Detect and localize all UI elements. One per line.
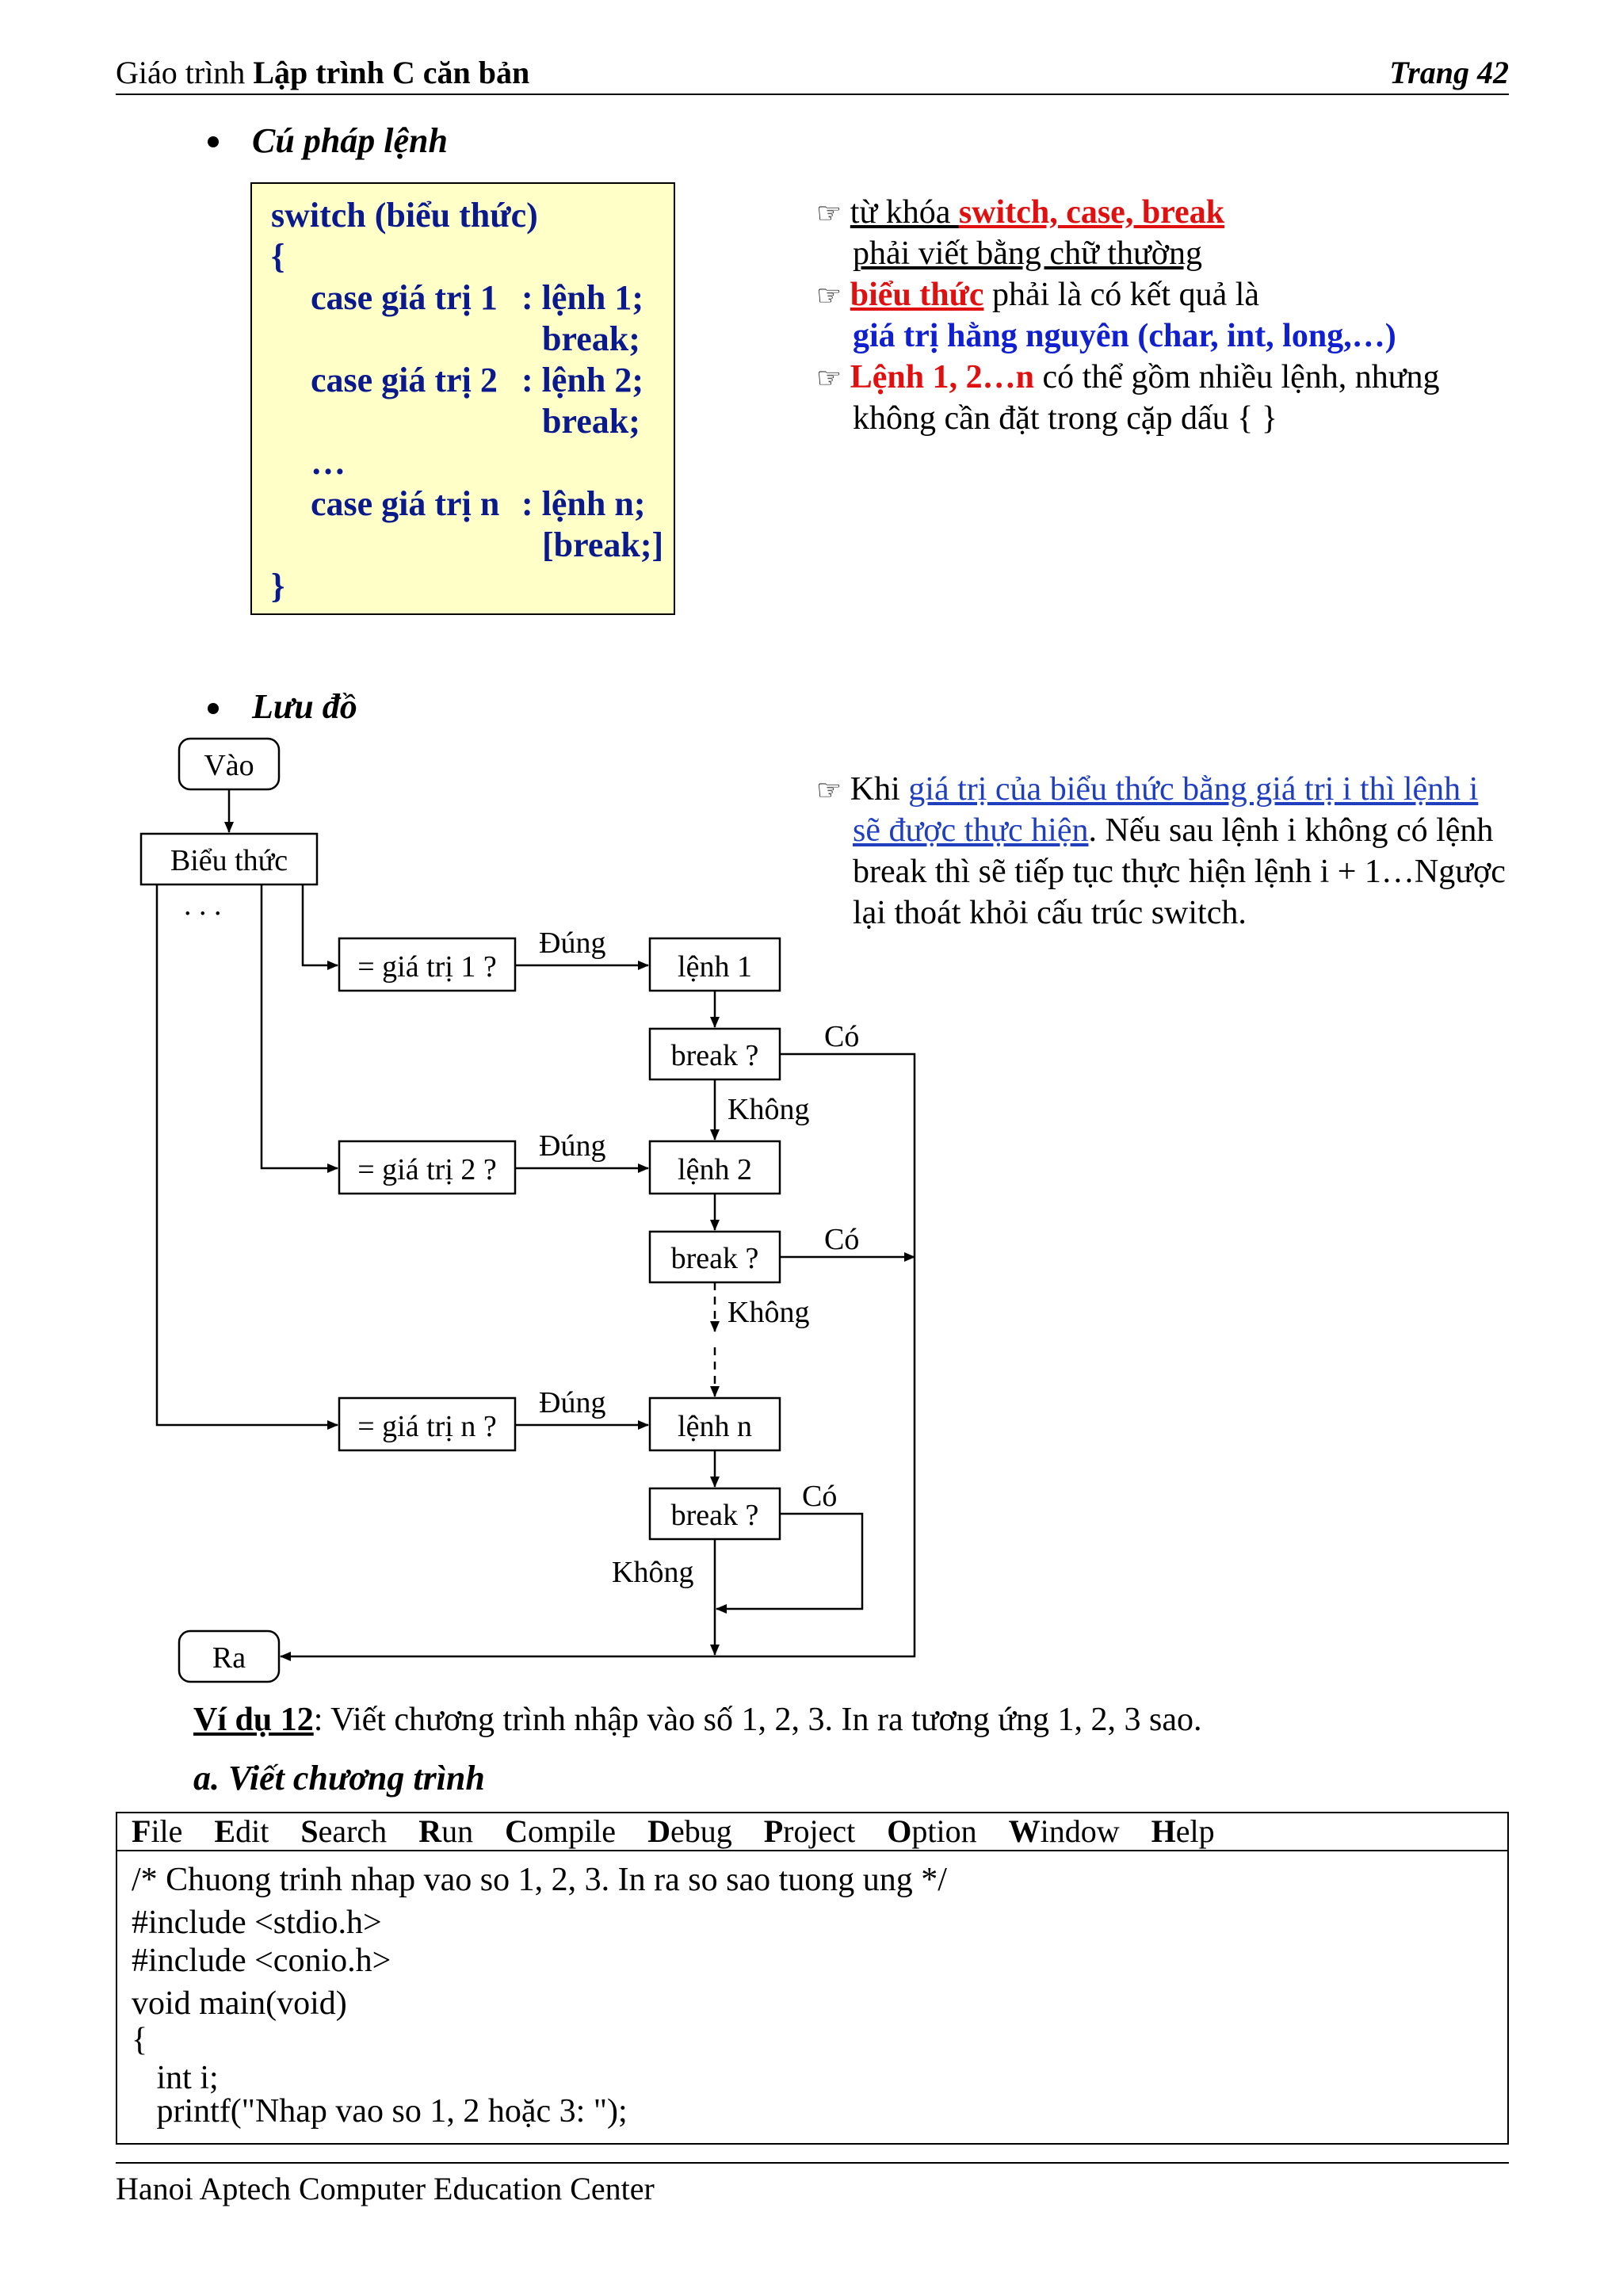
menu-option[interactable]: Option (887, 1813, 977, 1849)
flow-break1-label: break ? (670, 1039, 759, 1072)
header-left: Giáo trình Lập trình C căn bản (116, 54, 529, 91)
header-rule (116, 94, 1509, 95)
note-flow: ☞ Khi giá trị của biểu thức bằng giá trị… (816, 770, 1478, 808)
menu-window[interactable]: Window (1008, 1813, 1120, 1849)
section-title-flowchart: Lưu đồ (252, 687, 357, 726)
code-line: int i; (132, 2060, 219, 2096)
code-line: /* Chuong trinh nhap vao so 1, 2, 3. In … (132, 1862, 947, 1898)
section-title-syntax: Cú pháp lệnh (252, 121, 448, 160)
note-keyword: biểu thức (850, 277, 984, 313)
example-subtitle: a. Viết chương trình (193, 1759, 485, 1797)
pointing-hand-icon: ☞ (816, 280, 842, 312)
bullet-dot (208, 136, 219, 147)
flow-breakn-label: break ? (670, 1499, 759, 1532)
code-line: printf("Nhap vao so 1, 2 hoặc 3: "); (132, 2093, 628, 2130)
note-text: không cần đặt trong cặp dấu { } (853, 400, 1277, 437)
bullet-dot (208, 703, 219, 714)
flow-end-box (178, 1629, 281, 1683)
header-course-title: Lập trình C căn bản (253, 55, 530, 90)
flow-yes-label: Đúng (539, 1386, 606, 1419)
menu-help[interactable]: Help (1151, 1813, 1215, 1849)
flow-condn-label: = giá trị n ? (357, 1410, 497, 1443)
flow-expression-label: Biểu thức (170, 844, 288, 877)
syntax-line: : lệnh 1; (521, 278, 643, 317)
pointing-hand-icon: ☞ (816, 774, 842, 807)
code-line: void main(void) (132, 1985, 347, 2022)
footer-text: Hanoi Aptech Computer Education Center (116, 2171, 655, 2206)
note-text: . Nếu sau lệnh i không có lệnh (1088, 812, 1494, 849)
flow-dots: . . . (184, 888, 222, 922)
menu-compile[interactable]: Compile (505, 1813, 617, 1849)
editor-menu-bar: File Edit Search Run Compile Debug Proje… (117, 1813, 1507, 1851)
syntax-line: case giá trị 2 (311, 361, 498, 399)
flow-no-label: Không (727, 1093, 810, 1126)
menu-project[interactable]: Project (763, 1813, 856, 1849)
note-text: Khi (850, 771, 909, 808)
syntax-line: : lệnh 2; (521, 361, 643, 399)
note-text: break thì sẽ tiếp tục thực hiện lệnh i +… (853, 854, 1506, 890)
syntax-line: [break;] (542, 525, 664, 564)
footer-rule (116, 2162, 1509, 2164)
flow-stmt2-label: lệnh 2 (678, 1153, 752, 1186)
syntax-line: : lệnh n; (521, 484, 646, 523)
flow-no-label: Không (727, 1296, 810, 1329)
page-number: Trang 42 (1389, 55, 1509, 90)
flow-stmt1-label: lệnh 1 (678, 950, 752, 984)
flow-yes-label: Đúng (539, 926, 606, 960)
flow-co-label: Có (802, 1480, 838, 1513)
menu-search[interactable]: Search (300, 1813, 388, 1849)
note-keyword: switch, case, break (958, 194, 1225, 231)
example-label: Ví dụ 12 (193, 1702, 314, 1738)
menu-run[interactable]: Run (418, 1813, 474, 1849)
syntax-line: } (271, 567, 285, 606)
flow-start-label: Vào (204, 749, 254, 782)
note-text: phải là có kết quả là (983, 277, 1260, 313)
flow-stmtn-label: lệnh n (678, 1410, 752, 1443)
header-prefix: Giáo trình (116, 55, 254, 90)
note-text: từ khóa (850, 194, 959, 231)
syntax-line: { (271, 237, 285, 276)
note-link[interactable]: sẽ được thực hiện (853, 812, 1089, 849)
flow-expression-box (139, 832, 319, 886)
flow-end-label: Ra (212, 1641, 246, 1675)
code-line: #include <conio.h> (132, 1943, 391, 1979)
note-text: phải viết bằng chữ thường (853, 235, 1202, 272)
flow-yes-label: Đúng (539, 1129, 606, 1163)
syntax-line: break; (542, 319, 640, 358)
syntax-line: switch (biểu thức) (271, 196, 538, 235)
menu-debug[interactable]: Debug (647, 1813, 732, 1849)
example-text: : Viết chương trình nhập vào số 1, 2, 3.… (313, 1702, 1202, 1738)
code-editor: File Edit Search Run Compile Debug Proje… (116, 1812, 1509, 2145)
menu-file[interactable]: File (132, 1813, 183, 1849)
pointing-hand-icon: ☞ (816, 362, 842, 395)
flow-co-label: Có (824, 1020, 860, 1053)
note-expression: ☞ biểu thức phải là có kết quả là (816, 276, 1259, 314)
flow-cond2-label: = giá trị 2 ? (357, 1153, 497, 1186)
code-line: { (132, 2022, 148, 2058)
note-text: có thể gồm nhiều lệnh, nhưng (1034, 359, 1440, 395)
menu-edit[interactable]: Edit (214, 1813, 269, 1849)
note-keywords: ☞ từ khóa switch, case, break (816, 193, 1224, 231)
syntax-box: switch (biểu thức) { case giá trị 1 : lệ… (250, 182, 675, 615)
note-text: giá trị hằng nguyên (char, int, long,…) (853, 318, 1396, 354)
flow-no-label: Không (612, 1556, 694, 1589)
note-keyword: Lệnh 1, 2…n (850, 359, 1035, 395)
flow-cond1-label: = giá trị 1 ? (357, 950, 497, 984)
note-line: sẽ được thực hiện. Nếu sau lệnh i không … (853, 812, 1493, 850)
syntax-line: break; (542, 402, 640, 441)
note-text: lại thoát khỏi cấu trúc switch. (853, 895, 1247, 931)
flow-co-label: Có (824, 1223, 860, 1256)
note-statements: ☞ Lệnh 1, 2…n có thể gồm nhiều lệnh, như… (816, 358, 1440, 396)
syntax-line: … (311, 443, 346, 482)
flow-break2-label: break ? (670, 1242, 759, 1275)
code-line: #include <stdio.h> (132, 1904, 382, 1941)
syntax-line: case giá trị n (311, 484, 500, 523)
pointing-hand-icon: ☞ (816, 197, 842, 230)
example-heading: Ví dụ 12: Viết chương trình nhập vào số … (193, 1701, 1202, 1739)
note-link[interactable]: giá trị của biểu thức bằng giá trị i thì… (908, 771, 1479, 808)
syntax-line: case giá trị 1 (311, 278, 498, 317)
